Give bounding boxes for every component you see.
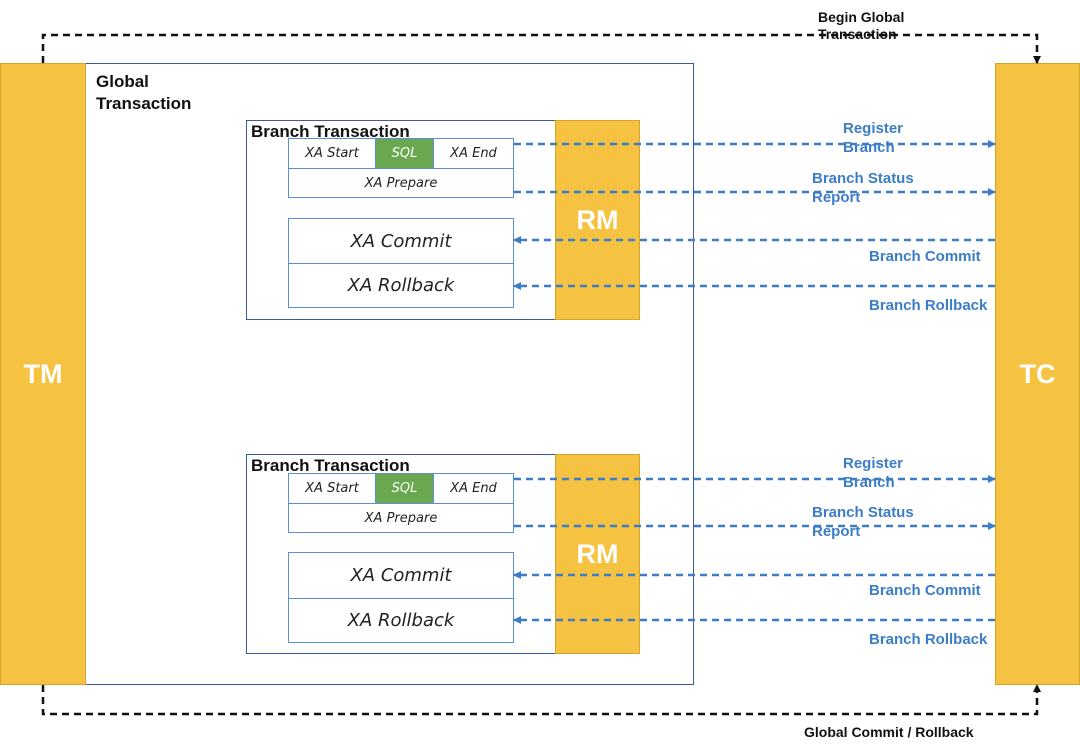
- status-line2: Report: [812, 189, 861, 206]
- register-branch-label: Register Branch: [843, 454, 903, 492]
- begin-global-label: Begin Global Transaction: [818, 9, 904, 43]
- global-transaction-label: Global Transaction: [96, 71, 191, 115]
- register-line1: Register: [843, 455, 904, 472]
- rm-label: RM: [576, 538, 619, 569]
- global-transaction-line2: Transaction: [96, 94, 192, 113]
- tc-label: TC: [1019, 358, 1056, 389]
- branch-status-label: Branch Status Report: [812, 503, 914, 541]
- xa-end-cell: XA End: [433, 138, 514, 169]
- branch-commit-label: Branch Commit: [869, 582, 981, 599]
- xa-start-cell: XA Start: [288, 473, 376, 504]
- register-line2: Branch: [843, 474, 895, 491]
- global-commit-arrow: [41, 684, 1041, 716]
- register-branch-label: Register Branch: [843, 119, 903, 157]
- begin-global-line1: Begin Global: [818, 9, 905, 25]
- xa-prepare-cell: XA Prepare: [288, 503, 514, 533]
- begin-global-line2: Transaction: [818, 26, 897, 42]
- register-line1: Register: [843, 120, 904, 137]
- begin-global-arrow: [41, 33, 1041, 64]
- branch-rollback-label: Branch Rollback: [869, 297, 988, 314]
- xa-prepare-cell: XA Prepare: [288, 168, 514, 198]
- xa-rollback-cell: XA Rollback: [288, 263, 514, 308]
- tm-label: TM: [23, 358, 63, 389]
- branch-transaction-title: Branch Transaction: [251, 456, 410, 475]
- status-line1: Branch Status: [812, 170, 914, 187]
- status-line2: Report: [812, 523, 861, 540]
- global-commit-label: Global Commit / Rollback: [804, 724, 974, 740]
- xa-rollback-cell: XA Rollback: [288, 598, 514, 643]
- branch-transaction-title: Branch Transaction: [251, 122, 410, 141]
- status-line1: Branch Status: [812, 504, 914, 521]
- xa-commit-cell: XA Commit: [288, 552, 514, 599]
- xa-start-cell: XA Start: [288, 138, 376, 169]
- branch-commit-label: Branch Commit: [869, 248, 981, 265]
- tc-bar: TC: [995, 63, 1080, 685]
- global-transaction-line1: Global: [96, 72, 149, 91]
- tm-bar: TM: [0, 63, 86, 685]
- register-line2: Branch: [843, 139, 895, 156]
- branch-rollback-label: Branch Rollback: [869, 631, 988, 648]
- branch-status-label: Branch Status Report: [812, 169, 914, 207]
- rm-label: RM: [576, 204, 619, 235]
